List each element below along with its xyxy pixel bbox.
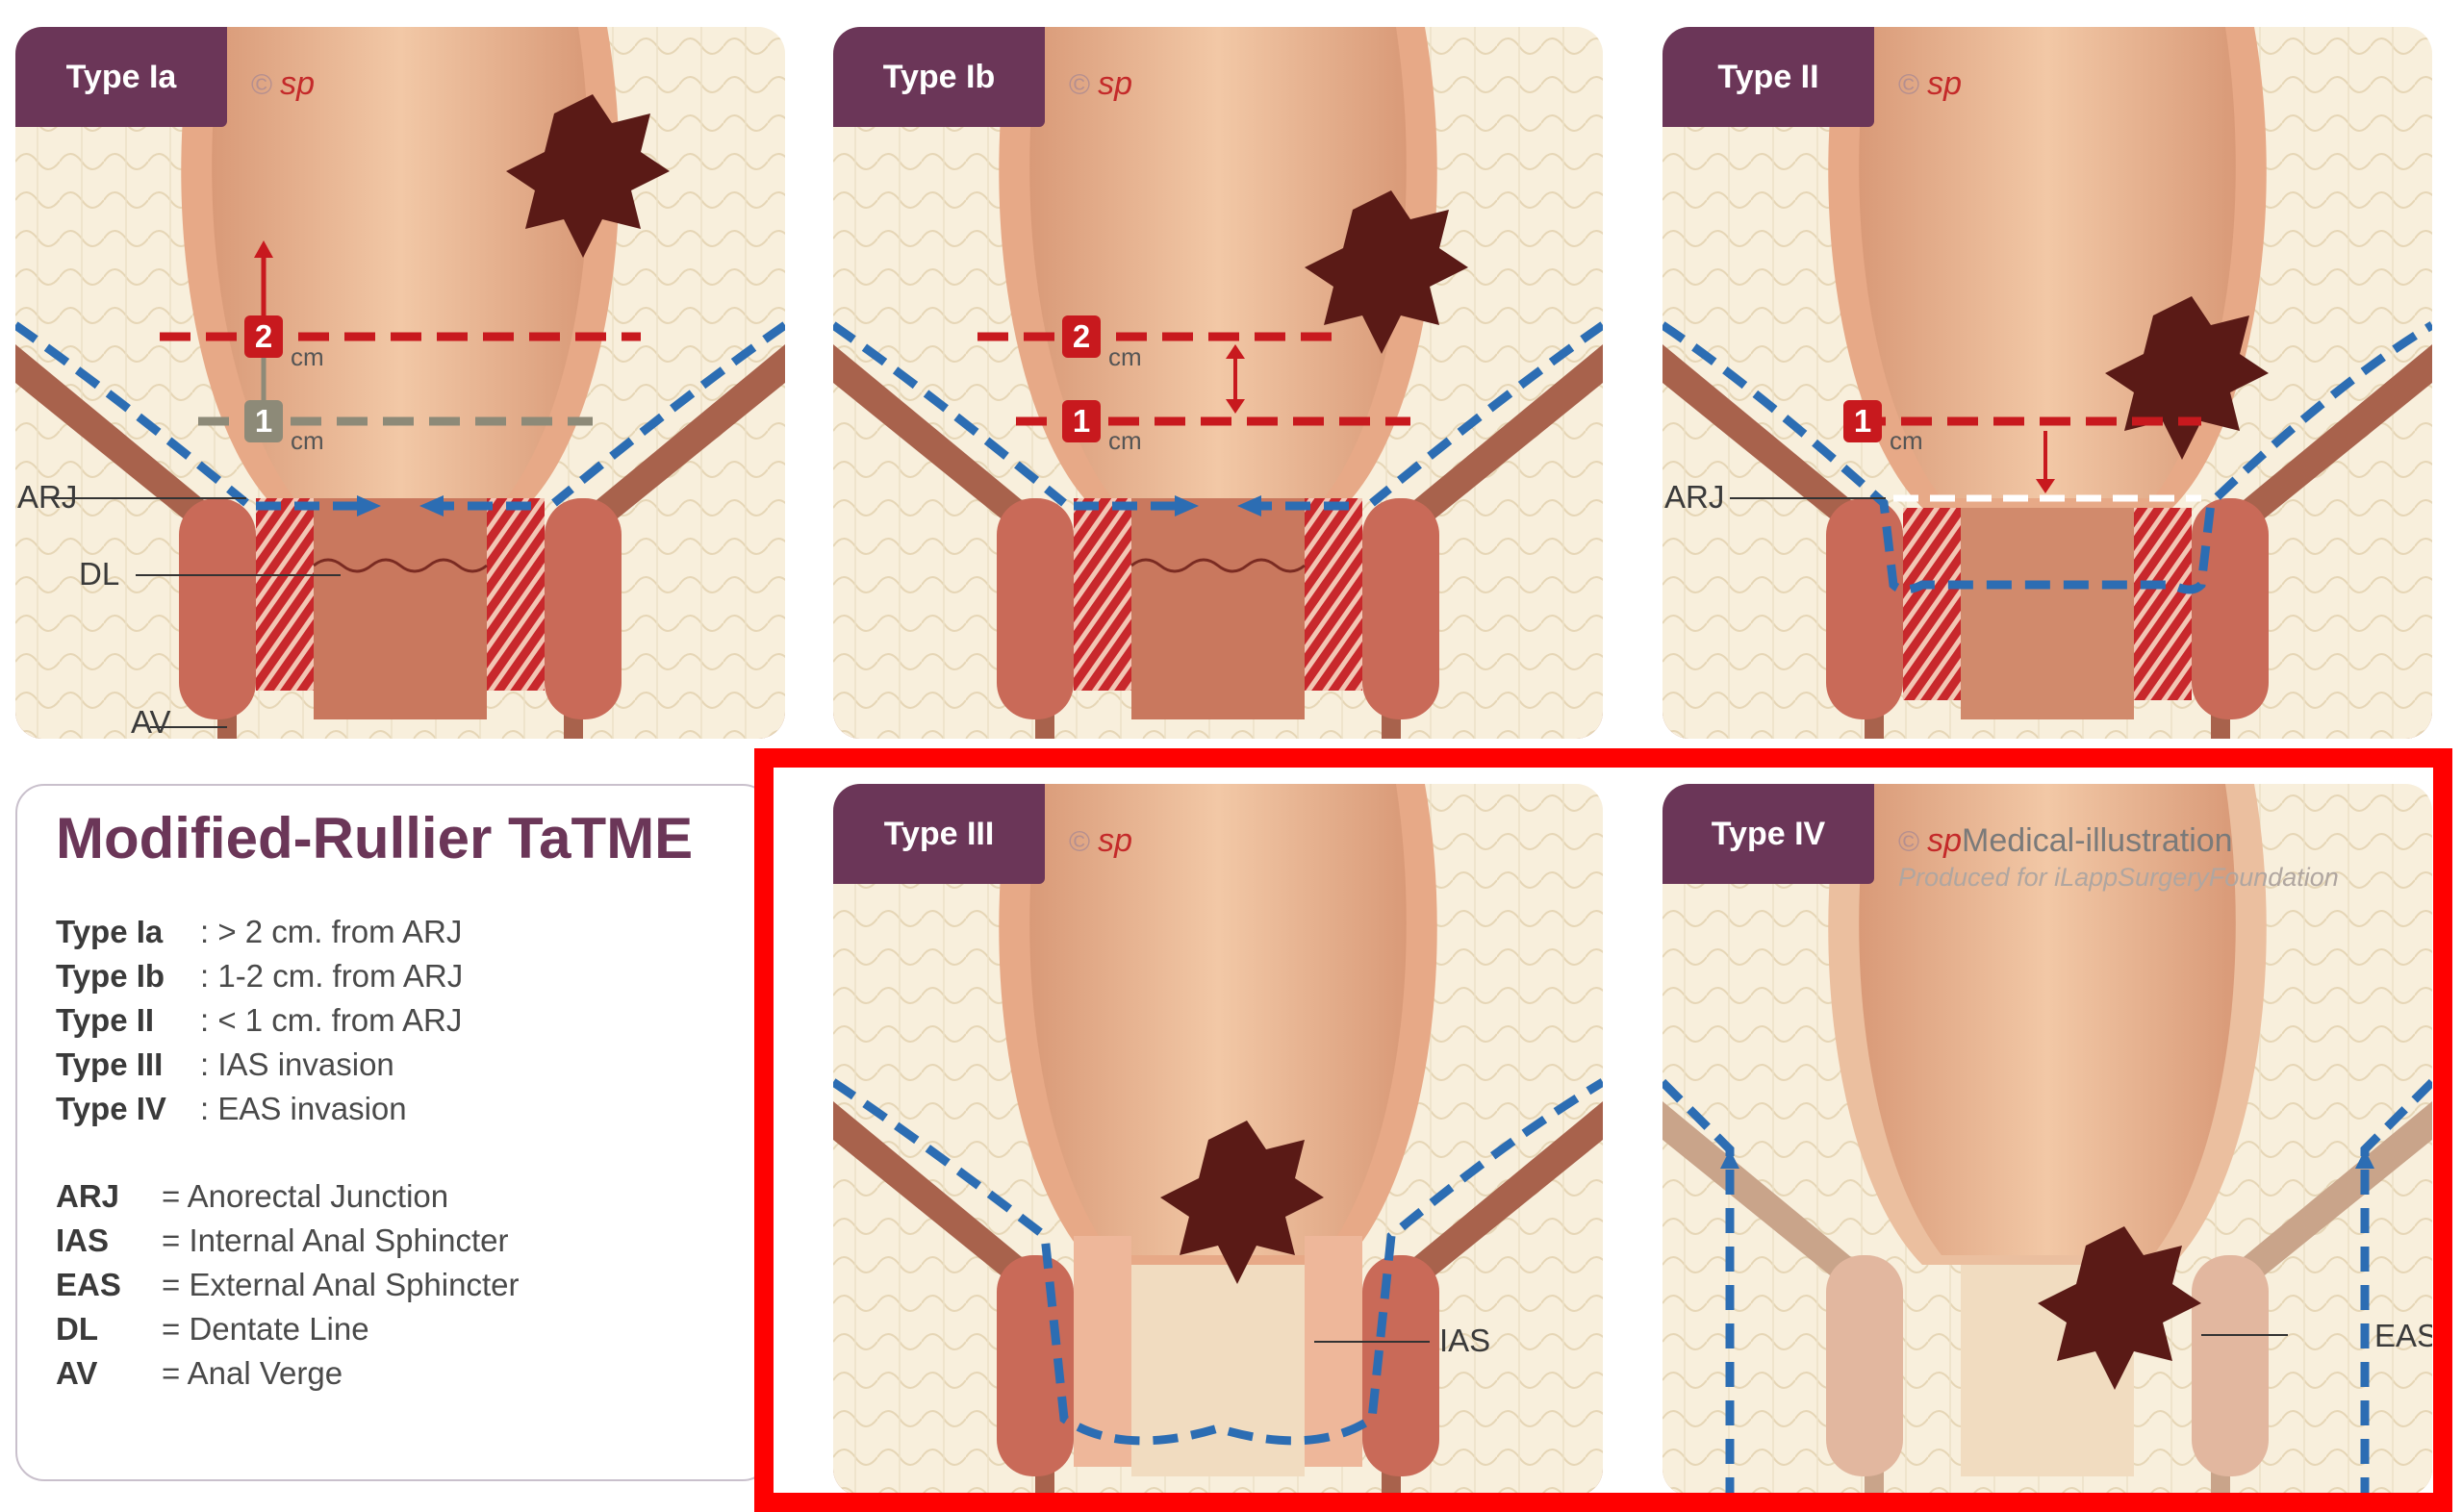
legend-type-row: Type IV: EAS invasion (56, 1091, 407, 1127)
panel-type-iii: Type III ©sp IAS (833, 784, 1603, 1496)
credit-ext: Medical-illustration (1962, 822, 2233, 859)
type-label: Type Ia (15, 27, 227, 127)
copyright-credit: ©sp (1069, 822, 1132, 860)
legend-key: AV (56, 1355, 162, 1392)
legend-desc: = Dentate Line (162, 1311, 369, 1347)
copyright-credit: ©sp (1898, 65, 1962, 103)
legend-key: DL (56, 1311, 162, 1348)
copyright-credit: ©sp (251, 65, 315, 103)
copyright-credit: ©sp (1069, 65, 1132, 103)
legend-abbr-row: DL= Dentate Line (56, 1311, 369, 1348)
copyright-symbol: © (1069, 826, 1090, 858)
legend-type-row: Type III: IAS invasion (56, 1046, 394, 1083)
panel-type-ii: Type II ©sp 1 cm ARJ (1662, 27, 2432, 739)
credit-sp: sp (1927, 822, 1962, 859)
copyright-symbol: © (251, 69, 272, 101)
credit-sp: sp (1098, 822, 1132, 859)
legend-key: Type IV (56, 1091, 200, 1127)
unit-cm-1: cm (1890, 426, 1923, 456)
marker-2: 2 (244, 315, 283, 358)
unit-cm-2: cm (1108, 342, 1142, 372)
unit-cm-1: cm (291, 426, 324, 456)
legend-type-row: Type Ia: > 2 cm. from ARJ (56, 914, 462, 950)
type-label: Type Ib (833, 27, 1045, 127)
credit-sp: sp (280, 65, 315, 102)
marker-1: 1 (244, 400, 283, 442)
legend-desc: : IAS invasion (200, 1046, 394, 1082)
copyright-credit: ©spMedical-illustration (1898, 822, 2233, 860)
marker-1: 1 (1062, 400, 1101, 442)
legend-key: Type III (56, 1046, 200, 1083)
legend-key: Type Ia (56, 914, 200, 950)
credit-sp: sp (1927, 65, 1962, 102)
legend-desc: : 1-2 cm. from ARJ (200, 958, 463, 994)
label-arj: ARJ (1664, 479, 1724, 516)
legend-key: ARJ (56, 1178, 162, 1215)
marker-2: 2 (1062, 315, 1101, 358)
legend-desc: = Anorectal Junction (162, 1178, 448, 1214)
label-av: AV (131, 704, 171, 739)
legend-abbr-row: ARJ= Anorectal Junction (56, 1178, 448, 1215)
type-label: Type II (1662, 27, 1874, 127)
label-ias: IAS (1439, 1323, 1490, 1359)
anatomy-illustration-type-iii (833, 784, 1603, 1496)
unit-cm-1: cm (1108, 426, 1142, 456)
legend-desc: : EAS invasion (200, 1091, 407, 1126)
legend-desc: = External Anal Sphincter (162, 1267, 519, 1302)
legend-key: Type Ib (56, 958, 200, 995)
unit-cm-2: cm (291, 342, 324, 372)
credit-sp: sp (1098, 65, 1132, 102)
type-label: Type III (833, 784, 1045, 884)
legend-desc: : > 2 cm. from ARJ (200, 914, 462, 949)
copyright-symbol: © (1898, 826, 1919, 858)
marker-1: 1 (1843, 400, 1882, 442)
anatomy-illustration-type-ii (1662, 27, 2432, 739)
legend-desc: = Internal Anal Sphincter (162, 1222, 509, 1258)
label-eas: EAS (2374, 1318, 2432, 1354)
legend-box: Modified-Rullier TaTME Type Ia: > 2 cm. … (15, 784, 772, 1481)
copyright-symbol: © (1069, 69, 1090, 101)
legend-key: EAS (56, 1267, 162, 1303)
credit-subtitle: Produced for iLappSurgeryFoundation (1898, 863, 2339, 893)
label-dl: DL (79, 556, 119, 592)
legend-key: IAS (56, 1222, 162, 1259)
legend-desc: : < 1 cm. from ARJ (200, 1002, 462, 1038)
legend-abbr-row: EAS= External Anal Sphincter (56, 1267, 519, 1303)
legend-key: Type II (56, 1002, 200, 1039)
legend-type-row: Type Ib: 1-2 cm. from ARJ (56, 958, 463, 995)
type-label: Type IV (1662, 784, 1874, 884)
legend-title: Modified-Rullier TaTME (56, 805, 693, 871)
panel-type-iv: Type IV ©spMedical-illustration Produced… (1662, 784, 2432, 1496)
legend-desc: = Anal Verge (162, 1355, 343, 1391)
legend-abbr-row: AV= Anal Verge (56, 1355, 343, 1392)
anatomy-illustration-type-ib (833, 27, 1603, 739)
legend-abbr-row: IAS= Internal Anal Sphincter (56, 1222, 509, 1259)
copyright-symbol: © (1898, 69, 1919, 101)
panel-type-ia: Type Ia ©sp 2 cm 1 cm ARJ DL AV (15, 27, 785, 739)
panel-type-ib: Type Ib ©sp 2 cm 1 cm (833, 27, 1603, 739)
legend-type-row: Type II: < 1 cm. from ARJ (56, 1002, 462, 1039)
label-arj: ARJ (17, 479, 77, 516)
anatomy-illustration-type-ia (15, 27, 785, 739)
